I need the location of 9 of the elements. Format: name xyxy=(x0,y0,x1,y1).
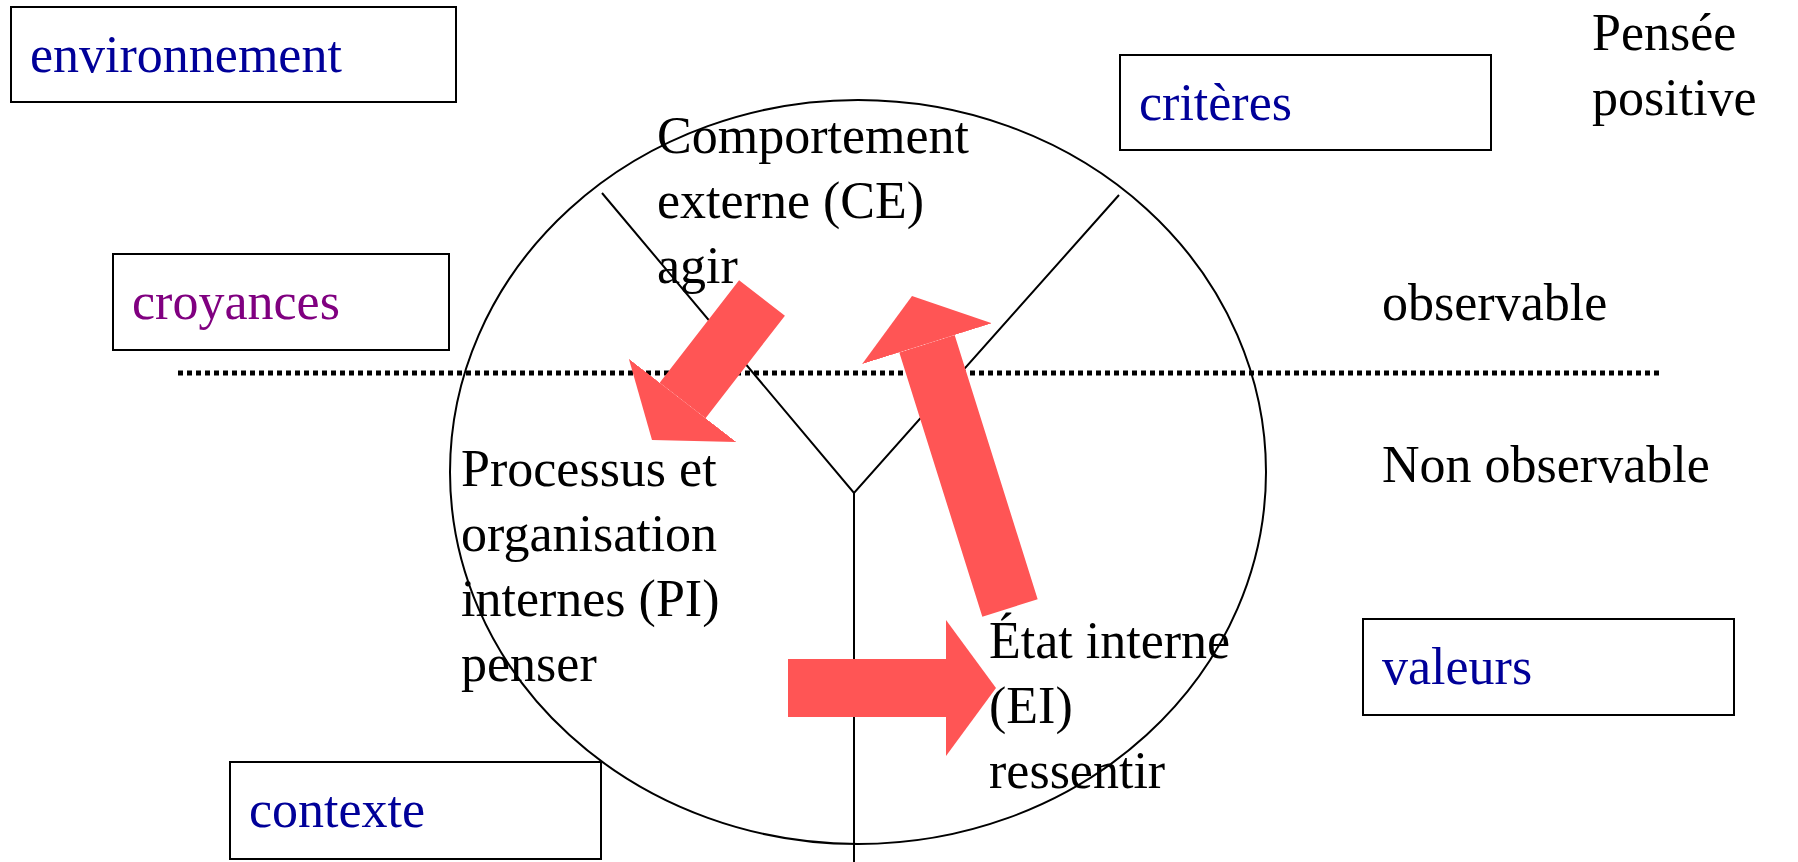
concept-box: contexte xyxy=(229,761,602,860)
concept-box: environnement xyxy=(10,6,457,103)
concept-box: croyances xyxy=(112,253,450,351)
block-arrow xyxy=(788,620,996,756)
note-text: Pensée positive xyxy=(1592,3,1758,128)
concept-box: critères xyxy=(1119,54,1492,151)
zone-label: Non observable xyxy=(1382,435,1710,495)
concept-box: valeurs xyxy=(1362,618,1735,716)
zone-label: observable xyxy=(1382,273,1608,333)
